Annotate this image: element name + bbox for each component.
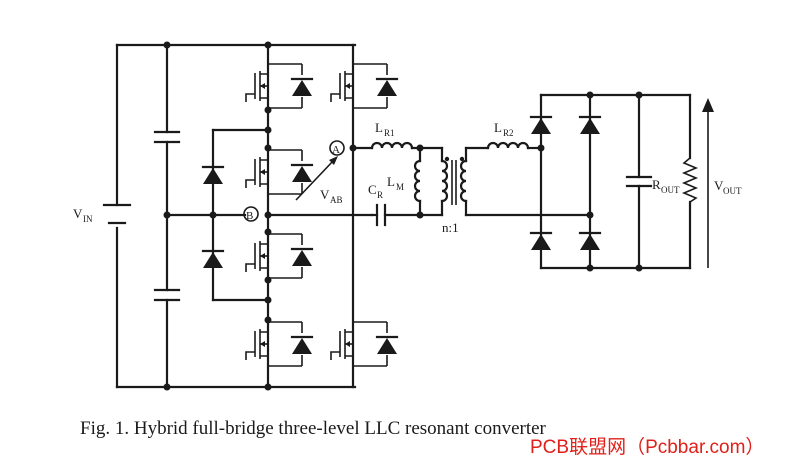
svg-text:AB: AB: [330, 195, 343, 205]
dc-bus: [115, 43, 357, 389]
resonant-tank: L R1 C R L M: [351, 120, 444, 227]
svg-text:IN: IN: [83, 214, 93, 224]
rout-label: R: [652, 177, 661, 192]
switch-s3: [246, 234, 312, 278]
switch-s1: [246, 64, 312, 108]
switch-s6: [331, 322, 397, 366]
switch-s5: [331, 64, 397, 108]
svg-text:R1: R1: [384, 128, 395, 138]
svg-text:A: A: [332, 144, 340, 156]
svg-text:OUT: OUT: [661, 185, 680, 195]
clamp-diodes: [165, 128, 270, 302]
lr1-label: L: [375, 120, 383, 135]
vab-label: V: [320, 187, 330, 202]
svg-text:OUT: OUT: [723, 186, 742, 196]
cr-label: C: [368, 182, 377, 197]
vout-label: V: [714, 178, 724, 193]
svg-text:B: B: [246, 210, 253, 222]
figure-caption: Fig. 1. Hybrid full-bridge three-level L…: [80, 418, 546, 439]
lr2-label: L: [494, 120, 502, 135]
svg-text:R: R: [377, 190, 383, 200]
node-b: B: [243, 206, 259, 222]
vin-label: V: [73, 206, 83, 221]
svg-text:M: M: [396, 182, 404, 192]
switch-s4: [246, 322, 312, 366]
output-stage: R OUT V OUT: [625, 91, 742, 272]
split-capacitors: [153, 41, 181, 391]
secondary-side: L R2: [464, 120, 592, 217]
transformer: n:1: [440, 146, 468, 235]
turns-ratio: n:1: [442, 220, 459, 235]
watermark: PCB联盟网（Pcbbar.com）: [530, 437, 765, 458]
node-a: A V AB: [295, 140, 345, 205]
svg-text:R2: R2: [503, 128, 514, 138]
input-source: V IN: [73, 203, 132, 225]
lm-label: L: [387, 174, 395, 189]
switch-s2: [246, 150, 312, 194]
rectifier-bridge: [529, 91, 692, 272]
